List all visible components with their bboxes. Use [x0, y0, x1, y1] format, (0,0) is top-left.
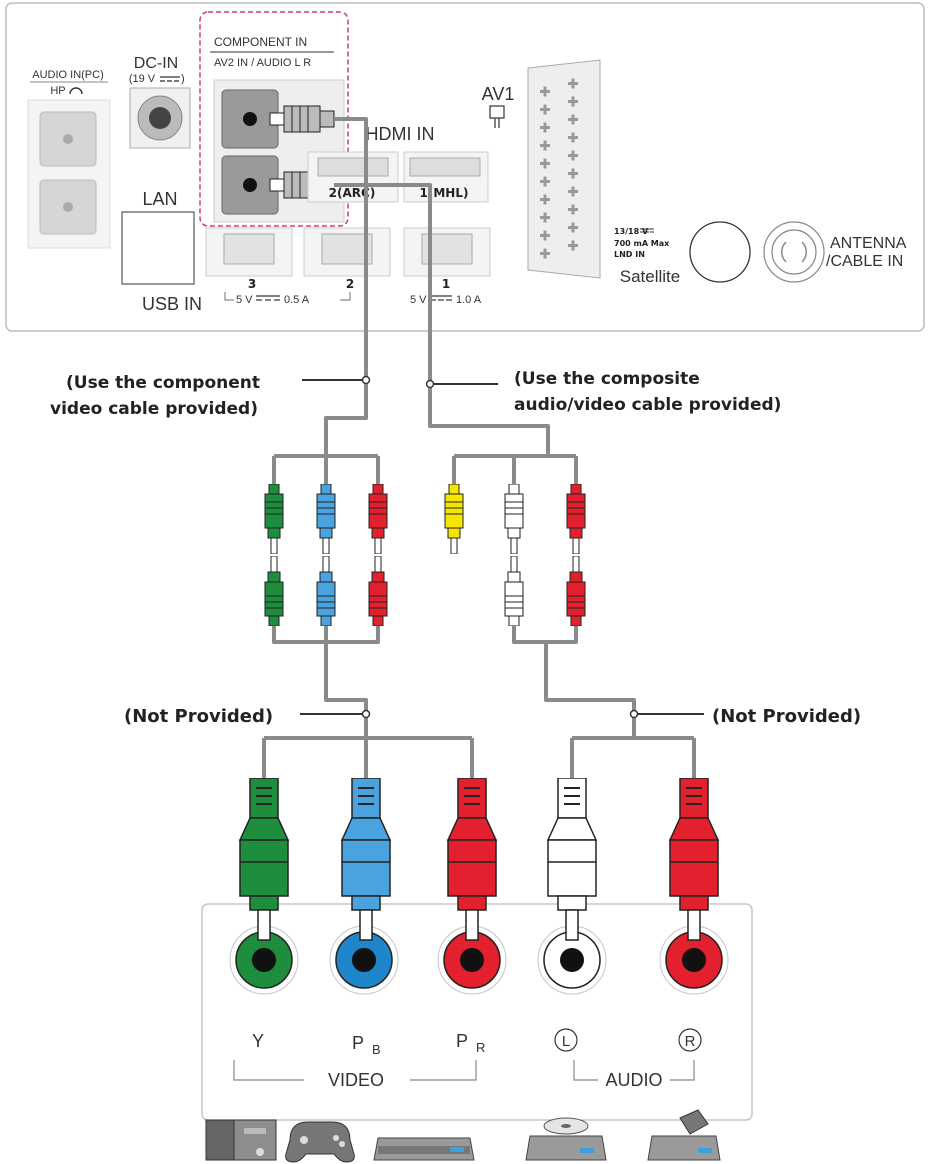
socket-l	[537, 925, 607, 995]
audio-extension-cable	[544, 642, 636, 738]
dc-volt-label: (19 V	[129, 73, 156, 85]
composite-cable-label-1: (Use the composite	[514, 369, 700, 389]
video-bracket	[233, 1060, 304, 1081]
dc-in-label: DC-IN	[134, 55, 178, 72]
pc-tower-icon	[205, 1119, 277, 1161]
composite-cable	[334, 183, 550, 456]
hdmi-port-2[interactable]	[317, 157, 389, 177]
plug-red-lower-audio	[566, 556, 586, 626]
component-extension-cable	[324, 642, 368, 738]
usb-port-3[interactable]	[223, 233, 275, 265]
lnb-volt-label: 13/18 V	[614, 227, 649, 236]
usb-power-b-label: 5 V	[410, 294, 427, 306]
usb-port-2[interactable]	[321, 233, 373, 265]
set-top-box-icon	[373, 1137, 475, 1161]
usb-port-2-label: 2	[346, 277, 354, 291]
lan-port[interactable]	[121, 211, 195, 285]
socket-pr	[437, 925, 507, 995]
av1-scart-port[interactable]	[527, 59, 601, 279]
av2-in-label: AV2 IN / AUDIO L R	[214, 57, 311, 69]
dc-symbol-icon: )	[160, 73, 185, 85]
plug-red-upper-audio	[566, 484, 586, 554]
usb-ports: 3 2 1 5 V 0.5 A 5 V 1.0 A	[205, 227, 491, 306]
usb-port-1-label: 1	[442, 277, 450, 291]
audio-bracket	[573, 1060, 598, 1081]
antenna-label-1: ANTENNA	[830, 235, 907, 252]
lnb-in-label: LND IN	[614, 250, 645, 259]
plug-green-lower	[264, 556, 284, 626]
plug-red-lower	[368, 556, 388, 626]
lnb-current-label: 700 mA Max	[614, 239, 670, 248]
plug-blue-lower	[316, 556, 336, 626]
usb-power-b-amp: 1.0 A	[456, 294, 482, 306]
dc-symbol-icon	[430, 295, 452, 301]
svg-text:): )	[181, 73, 185, 85]
not-provided-right-label: (Not Provided)	[712, 706, 861, 727]
plug-red-upper	[368, 484, 388, 554]
pb-sub-label: B	[372, 1042, 381, 1057]
hdmi-port-2-label: 2(ARC)	[329, 186, 376, 200]
component-cable-label-2: video cable provided)	[50, 399, 258, 419]
pb-label: P	[352, 1033, 364, 1053]
gamepad-icon	[285, 1121, 355, 1163]
l-label: L	[562, 1033, 570, 1050]
video-label: VIDEO	[328, 1070, 384, 1090]
hp-label: HP	[50, 85, 65, 97]
scart-icon	[489, 105, 505, 128]
usb-port-3-label: 3	[248, 277, 256, 291]
satellite-label: Satellite	[620, 267, 680, 286]
hdmi-port-1[interactable]	[409, 157, 481, 177]
antenna-port[interactable]	[763, 221, 825, 283]
dc-symbol-icon	[640, 228, 654, 233]
camcorder-icon	[647, 1109, 721, 1161]
audio-in-pc-port-group: AUDIO IN(PC) HP	[27, 69, 111, 249]
audio-label: AUDIO	[605, 1070, 662, 1090]
component-in-label: COMPONENT IN	[214, 35, 307, 49]
usb-in-label: USB IN	[142, 294, 202, 314]
satellite-port[interactable]	[689, 221, 751, 283]
dvd-player-icon	[525, 1117, 607, 1161]
component-cable	[324, 117, 368, 456]
av2-plug-top	[269, 105, 335, 133]
headphone-icon	[69, 87, 83, 95]
dc-symbol-icon	[256, 295, 280, 301]
hdmi-port-1-label: 1(MHL)	[420, 186, 469, 200]
not-provided-left-label: (Not Provided)	[124, 706, 273, 727]
plug-white-upper	[504, 484, 524, 554]
dc-in-port-group: DC-IN (19 V )	[129, 55, 191, 149]
lan-label: LAN	[142, 189, 177, 209]
plug-white-lower	[504, 556, 524, 626]
audio-in-pc-label: AUDIO IN(PC)	[32, 69, 104, 81]
composite-cable-label-2: audio/video cable provided)	[514, 395, 781, 415]
usb-power-a-amp: 0.5 A	[284, 294, 310, 306]
hdmi-in-label: HDMI IN	[366, 124, 435, 144]
socket-r	[659, 925, 729, 995]
plug-yellow-upper	[444, 484, 464, 554]
usb-power-a-label: 5 V	[236, 294, 253, 306]
y-label: Y	[252, 1031, 264, 1051]
plug-blue-upper	[316, 484, 336, 554]
socket-pb	[329, 925, 399, 995]
av1-label: AV1	[482, 84, 515, 104]
antenna-label-2: /CABLE IN	[826, 253, 903, 270]
r-label: R	[685, 1033, 696, 1050]
component-cable-label-1: (Use the component	[66, 373, 260, 393]
pr-sub-label: R	[476, 1040, 485, 1055]
pr-label: P	[456, 1031, 468, 1051]
plug-green-upper	[264, 484, 284, 554]
